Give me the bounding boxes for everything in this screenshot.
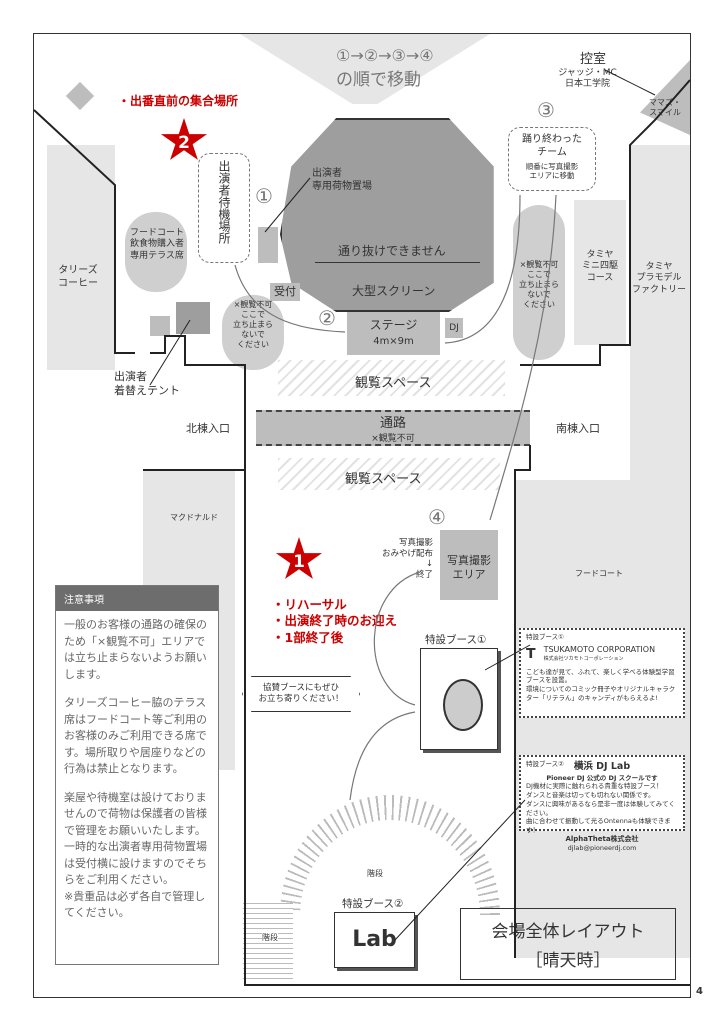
booth1-text: こども達が見て、ふれて、楽しく学べる体験型学習ブースを設置。 環境についてのコミ… <box>526 667 676 702</box>
notice-box: 注意事項 一般のお客様の通路の確保のため「×観覧不可」エリアでは立ち止まらないよ… <box>55 585 219 965</box>
booth2-email: djlab@pioneerdj.com <box>567 844 637 853</box>
tullys-label: タリーズ コーヒー <box>58 265 98 289</box>
reception: 受付 <box>270 283 300 301</box>
step-1: ① <box>255 184 273 208</box>
foodcourt-area <box>515 480 690 958</box>
meeting1-item: ・出演終了時のお迎え <box>272 613 398 629</box>
booth2-label: 特設ブース② <box>342 898 404 910</box>
layout-title: 会場全体レイアウト <box>491 922 645 942</box>
terrace-seats <box>125 212 187 292</box>
layout-subtitle: ［晴天時］ <box>525 951 611 971</box>
terrace-label: フードコート 飲食物購入者 専用テラス席 <box>129 228 184 261</box>
tullys-area <box>47 145 115 370</box>
no-stop-label-left: ×観覧不可 ここで 立ち止まら ないで ください <box>233 300 273 349</box>
tent-small <box>150 316 170 336</box>
north-entrance[interactable]: 北棟入口 <box>186 422 230 435</box>
screen-label: 大型スクリーン <box>352 284 436 298</box>
mcdonalds-label: マクドナルド <box>170 513 218 522</box>
stairs-label-2: 階段 <box>262 932 278 943</box>
layout-title-box: 会場全体レイアウト ［晴天時］ <box>460 908 676 980</box>
luggage-spot <box>258 227 278 263</box>
foodcourt-label: フードコート <box>575 569 623 578</box>
meeting1-item: ・リハーサル <box>272 597 347 612</box>
passage-sub: ×観覧不可 <box>371 434 415 444</box>
team-done-title: 踊り終わった チーム <box>522 134 582 158</box>
booth2-info-box: 特設ブース② 横浜 DJ Lab Pioneer DJ 公式の DJ スクールで… <box>519 755 685 852</box>
meeting1-list: ・リハーサル ・出演終了時のお迎え ・1部終了後 <box>272 597 397 646</box>
stairs-left <box>243 903 293 983</box>
plamodel-area <box>630 145 690 480</box>
djlab-logo: Lab <box>334 912 415 968</box>
green-room-title: 控室 <box>580 52 607 67</box>
stage: ステージ 4m×9m <box>347 312 440 355</box>
tent <box>176 302 210 334</box>
sponsor-bubble: 協賛ブースにもぜひ お立ち寄りください！ <box>242 676 360 712</box>
step-4: ④ <box>428 505 446 529</box>
booth1-company-jp: 株式会社ツカモトコーポレーション <box>543 656 624 663</box>
luggage-label: 出演者 専用荷物置場 <box>312 168 372 192</box>
flow-line2: の順で移動 <box>336 70 421 90</box>
team-done-sub: 順番に写真撮影 エリアに移動 <box>525 162 579 181</box>
stage-size: 4m×9m <box>373 336 414 347</box>
flow-line1: ①→②→③→④ <box>336 46 434 65</box>
tent-label: 出演者 着替えテント <box>114 370 180 398</box>
booth1-company: TSUKAMOTO CORPORATION <box>543 645 656 655</box>
viewing-space-1 <box>278 360 505 396</box>
photo-steps: 写真撮影 おみやげ配布 ↓ 終了 <box>381 538 433 580</box>
dj-booth: DJ <box>445 318 463 338</box>
no-pass-label: 通り抜けできません <box>338 244 446 258</box>
map-frame <box>33 33 691 998</box>
no-pass-arrow <box>315 262 480 263</box>
booth1-box-title: 特設ブース① <box>526 633 565 641</box>
plamodel-label: タミヤ プラモデル ファクトリー <box>631 262 686 295</box>
passage-title: 通路 <box>379 416 406 431</box>
character-icon <box>443 679 483 731</box>
booth1-label: 特設ブース① <box>425 634 487 646</box>
notice-title: 注意事項 <box>56 586 218 611</box>
step-2: ② <box>318 306 336 330</box>
flow-order: ①→②→③→④ の順で移動 <box>336 46 434 90</box>
waiting-area <box>198 153 250 263</box>
booth2-company: AlphaTheta株式会社 <box>565 834 639 843</box>
notice-paragraph: タリーズコーヒー脇のテラス席はフードコート等ご利用のお客様のみご利用できる席です… <box>64 696 207 775</box>
green-room-sub: ジャッジ・MC 日本工学院 <box>558 68 617 90</box>
mini4wd-label: タミヤ ミニ四駆 コース <box>581 250 618 283</box>
no-stop-label-right: ×観覧不可 ここで 立ち止まら ないで ください <box>519 260 559 309</box>
passage: 通路 ×観覧不可 <box>256 410 530 446</box>
meeting1-item: ・1部終了後 <box>272 629 344 645</box>
viewing-label-1: 観覧スペース <box>355 376 432 391</box>
tsukamoto-logo-icon: ꓔ <box>526 645 536 662</box>
booth2-text: DJ機材に実際に触れられる貴重な特設ブース！ ダンスと音楽は切っても切れない関係… <box>526 782 675 835</box>
waiting-area-label: 出演者待機場所 <box>217 160 231 244</box>
notice-paragraph: 楽屋や待機室は設けておりませんので荷物は保護者の皆様で管理をお願いいたします。 … <box>64 790 207 920</box>
photo-area: 写真撮影 エリア <box>440 530 498 600</box>
viewing-label-2: 観覧スペース <box>345 472 422 487</box>
stage-name: ステージ <box>369 318 418 332</box>
page-number: 4 <box>696 986 703 997</box>
step-3: ③ <box>537 98 555 122</box>
south-entrance[interactable]: 南棟入口 <box>556 422 600 435</box>
booth1-character-image <box>420 648 498 750</box>
notice-paragraph: 一般のお客様の通路の確保のため「×観覧不可」エリアでは立ち止まらないようお願いし… <box>64 618 207 681</box>
assembly-label: ・出番直前の集合場所 <box>118 94 239 108</box>
stairs-label-1: 階段 <box>367 869 383 878</box>
mamas-label: ママズ・ スマイル <box>649 98 681 117</box>
